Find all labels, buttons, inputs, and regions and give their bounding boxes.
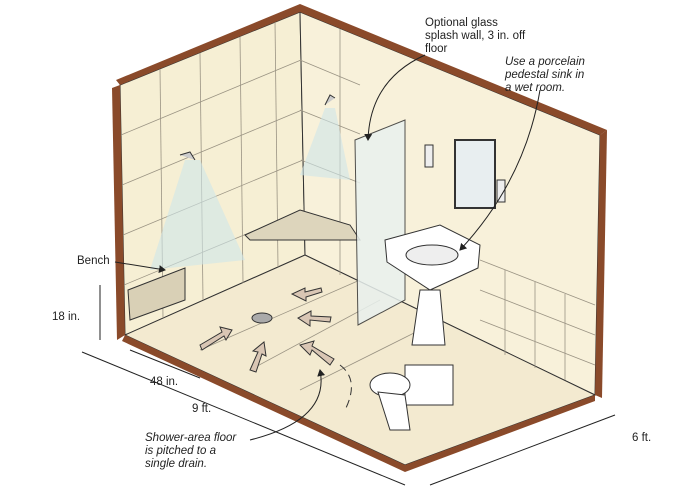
wall-light [424, 144, 434, 168]
label-line: pedestal sink in [505, 69, 585, 81]
label-line: a wet room. [505, 82, 566, 94]
room-width-label: 6 ft. [632, 432, 652, 444]
label-line: single drain. [145, 458, 208, 470]
bench-label: Bench [77, 255, 110, 267]
bench [127, 267, 186, 321]
wall-section-top [116, 4, 607, 135]
floor-section [122, 335, 595, 472]
slope-arrows [199, 287, 335, 373]
pedestal-sink [384, 224, 481, 346]
label-line: is pitched to a [145, 445, 216, 457]
label-line: floor [425, 43, 448, 55]
wall-light [496, 179, 506, 203]
wall-section-left [112, 85, 125, 340]
glass-splash-wall [354, 119, 406, 326]
label-line: Shower-area floor [145, 432, 237, 444]
shower-width-label: 48 in. [150, 376, 179, 388]
wall-section-right [595, 130, 607, 398]
drain-icon [251, 312, 273, 324]
shower-head-icon [150, 151, 245, 270]
label-line: Use a porcelain [505, 56, 585, 68]
room-length-label: 9 ft. [192, 403, 212, 415]
mirror [454, 139, 496, 209]
bench-height-label: 18 in. [52, 311, 81, 323]
glass-wall-label: Optional glass splash wall, 3 in. off fl… [425, 17, 525, 56]
label-line: splash wall, 3 in. off [425, 30, 526, 42]
label-line: Optional glass [425, 17, 498, 29]
sink-label: Use a porcelain pedestal sink in a wet r… [505, 56, 585, 95]
floor-label: Shower-area floor is pitched to a single… [145, 432, 236, 471]
toilet [369, 364, 454, 431]
corner-seat [244, 209, 361, 241]
shower-head-icon [300, 94, 350, 180]
